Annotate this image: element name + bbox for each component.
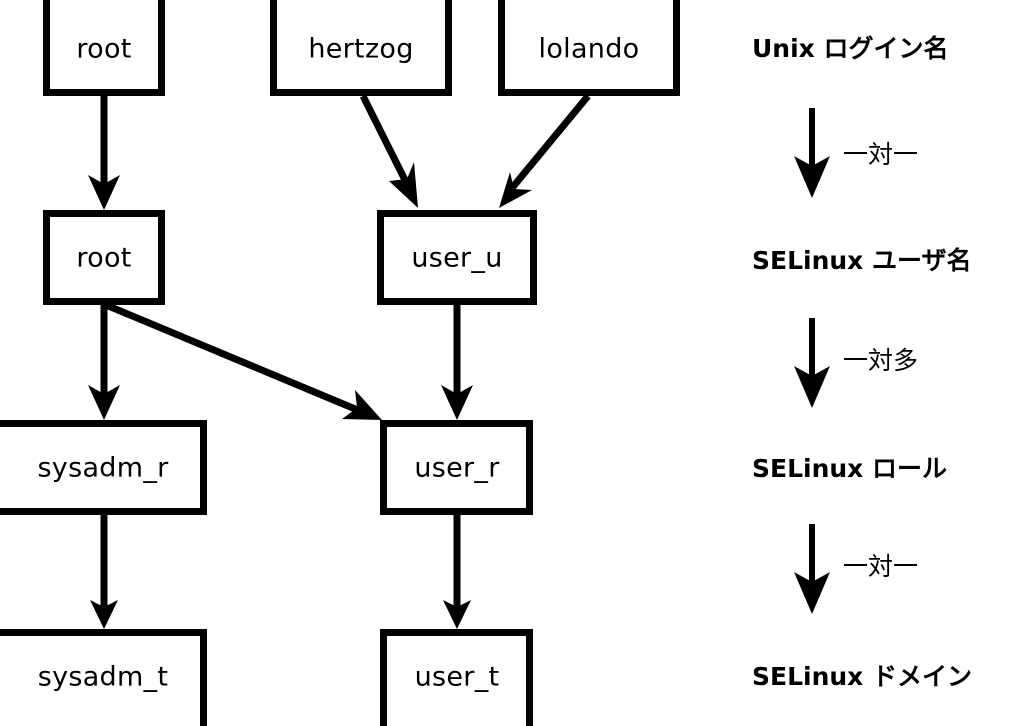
- node-domain-sysadm-t[interactable]: sysadm_t: [0, 629, 207, 726]
- legend-stage-selinux-user: SELinux ユーザ名: [752, 246, 972, 275]
- edge-sysadm-r-to-sysadm-t: [90, 515, 118, 629]
- node-role-sysadm-r[interactable]: sysadm_r: [0, 420, 207, 515]
- node-seuser-user-u[interactable]: user_u: [377, 210, 537, 305]
- node-role-user-r[interactable]: user_r: [380, 420, 533, 515]
- edge-hertzog-to-user-u: [359, 94, 418, 208]
- edge-login-root-to-seuser-root: [88, 96, 120, 210]
- legend-stage-selinux-domain: SELinux ドメイン: [752, 662, 972, 691]
- edge-user-u-to-user-r: [441, 305, 473, 420]
- node-label: root: [76, 243, 131, 274]
- node-login-lolando[interactable]: lolando: [498, 0, 680, 96]
- legend-relation-one-to-one-user: 一対一: [843, 140, 918, 169]
- legend-relation-one-to-one-domain: 一対一: [843, 552, 918, 581]
- legend-stage-selinux-role: SELinux ロール: [752, 454, 947, 483]
- node-label: hertzog: [308, 34, 413, 65]
- legend-column: Unix ログイン名 一対一 SELinux ユーザ名 一対多 SELinux …: [752, 34, 972, 691]
- node-label: lolando: [539, 34, 640, 65]
- node-label: user_u: [411, 243, 502, 274]
- edge-seuser-root-to-user-r: [104, 301, 382, 420]
- legend-arrow-one-to-one-domain: [794, 524, 830, 614]
- edge-seuser-root-to-sysadm-r: [88, 305, 120, 420]
- legend-arrow-one-to-many-role: [794, 318, 830, 408]
- node-label: sysadm_r: [37, 453, 169, 484]
- node-label: user_t: [415, 662, 500, 693]
- nodes-layer: root hertzog lolando root user_u sysadm_: [0, 0, 680, 726]
- node-label: sysadm_t: [38, 662, 169, 693]
- node-domain-user-t[interactable]: user_t: [380, 629, 533, 726]
- legend-relation-one-to-many-role: 一対多: [843, 346, 918, 375]
- node-login-hertzog[interactable]: hertzog: [270, 0, 452, 96]
- edge-user-r-to-user-t: [443, 515, 471, 629]
- legend-arrow-one-to-one-user: [794, 108, 830, 198]
- node-label: user_r: [414, 453, 500, 484]
- node-seuser-root[interactable]: root: [43, 210, 165, 305]
- edge-lolando-to-user-u: [499, 93, 591, 208]
- legend-stage-unix-login: Unix ログイン名: [752, 34, 949, 63]
- node-login-root[interactable]: root: [43, 0, 165, 96]
- edges-layer: [88, 93, 591, 629]
- node-label: root: [76, 34, 131, 65]
